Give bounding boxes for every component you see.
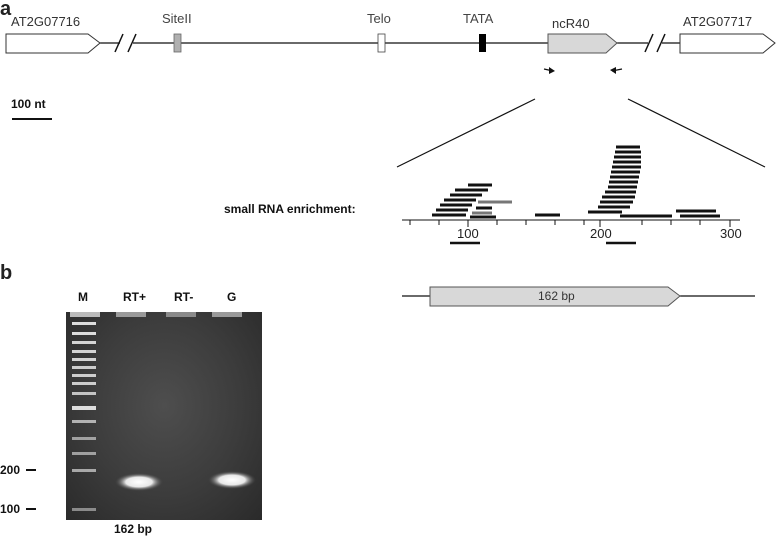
ncr40-arrow: [547, 33, 618, 54]
zoom-line-left: [396, 98, 536, 168]
axis-ticks: [409, 220, 731, 227]
amplicon-arrow: [429, 286, 681, 307]
lane-label-g: G: [227, 290, 237, 304]
axis-tick-label-300: 300: [720, 226, 742, 241]
marker-label-200: 200: [0, 463, 21, 477]
gene-label-left: AT2G07716: [11, 14, 81, 29]
gene-arrow-at2g07717: [679, 33, 776, 54]
band-size-label: 162 bp: [114, 522, 153, 536]
gel-image: [66, 312, 262, 520]
well-rt-plus: [116, 312, 146, 317]
zoom-line-right: [627, 98, 766, 168]
amplicon-label: 162 bp: [538, 289, 575, 303]
axis-tick-label-100: 100: [457, 226, 479, 241]
lane-label-m: M: [78, 290, 88, 304]
primer-reverse-arrow: [610, 67, 623, 74]
panel-b-letter: b: [0, 262, 13, 284]
gene-arrow-at2g07716: [5, 33, 101, 54]
band-g: [208, 471, 256, 489]
marker-label-100: 100: [0, 502, 21, 516]
lane-label-rt-minus: RT-: [174, 290, 194, 304]
gel-bands: [70, 312, 256, 511]
axis-tick-label-200: 200: [590, 226, 612, 241]
tata-box: [479, 34, 486, 52]
telo-box: [377, 33, 386, 53]
scale-bar-label: 100 nt: [11, 97, 46, 111]
siteII-label: SiteII: [162, 11, 192, 26]
reads-cluster-left: [432, 183, 560, 219]
enrichment-label: small RNA enrichment:: [224, 202, 356, 216]
gene-label-right: AT2G07717: [683, 14, 753, 29]
reads-cluster-right: [588, 145, 720, 218]
well-rt-minus: [166, 312, 196, 317]
band-rt-plus: [115, 473, 163, 491]
lane-label-rt-plus: RT+: [123, 290, 147, 304]
telo-label: Telo: [367, 11, 391, 26]
break-mark-left: [114, 33, 137, 53]
tata-label: TATA: [463, 11, 494, 26]
ncrna-label: ncR40: [552, 16, 590, 31]
well-g: [212, 312, 242, 317]
well-m: [70, 312, 100, 317]
siteII-box: [173, 33, 182, 53]
break-mark-right: [644, 33, 666, 53]
primer-forward-arrow: [543, 67, 555, 74]
ladder-bands: [72, 322, 96, 511]
panel-a-letter: a: [0, 0, 12, 20]
